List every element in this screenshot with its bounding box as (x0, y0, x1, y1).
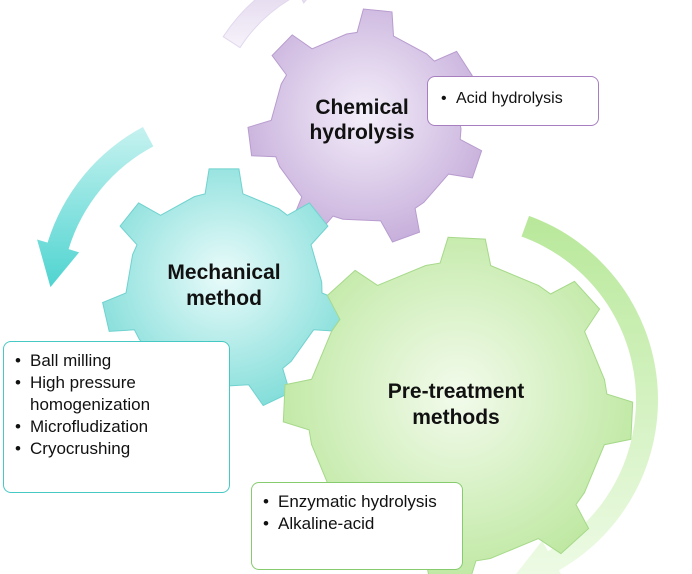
callout-chemical: Acid hydrolysis (427, 76, 599, 126)
callout-mechanical-item: Ball milling (12, 350, 221, 372)
callout-mechanical-item: Cryocrushing (12, 438, 221, 460)
arrow-right (516, 215, 658, 574)
callout-pretreatment-item: Enzymatic hydrolysis (260, 491, 454, 513)
arrow-left (37, 126, 154, 288)
callout-mechanical-item: High pressure homogenization (12, 372, 221, 416)
arrow-top (222, 0, 307, 49)
callout-mechanical: Ball milling High pressure homogenizatio… (3, 341, 230, 493)
callout-chemical-item: Acid hydrolysis (438, 88, 590, 110)
gear-mechanical-title-line1: Mechanical (167, 261, 280, 284)
gear-pretreatment-title-line2: methods (412, 406, 500, 429)
gear-chemical-title-line1: Chemical (315, 96, 408, 119)
gear-chemical-title-line2: hydrolysis (309, 121, 414, 144)
gear-pretreatment-title-line1: Pre-treatment (388, 380, 525, 403)
callout-mechanical-item: Microfludization (12, 416, 221, 438)
gear-chemical (247, 8, 483, 243)
callout-pretreatment: Enzymatic hydrolysis Alkaline-acid (251, 482, 463, 570)
callout-pretreatment-item: Alkaline-acid (260, 513, 454, 535)
gear-mechanical-title-line2: method (186, 287, 262, 310)
